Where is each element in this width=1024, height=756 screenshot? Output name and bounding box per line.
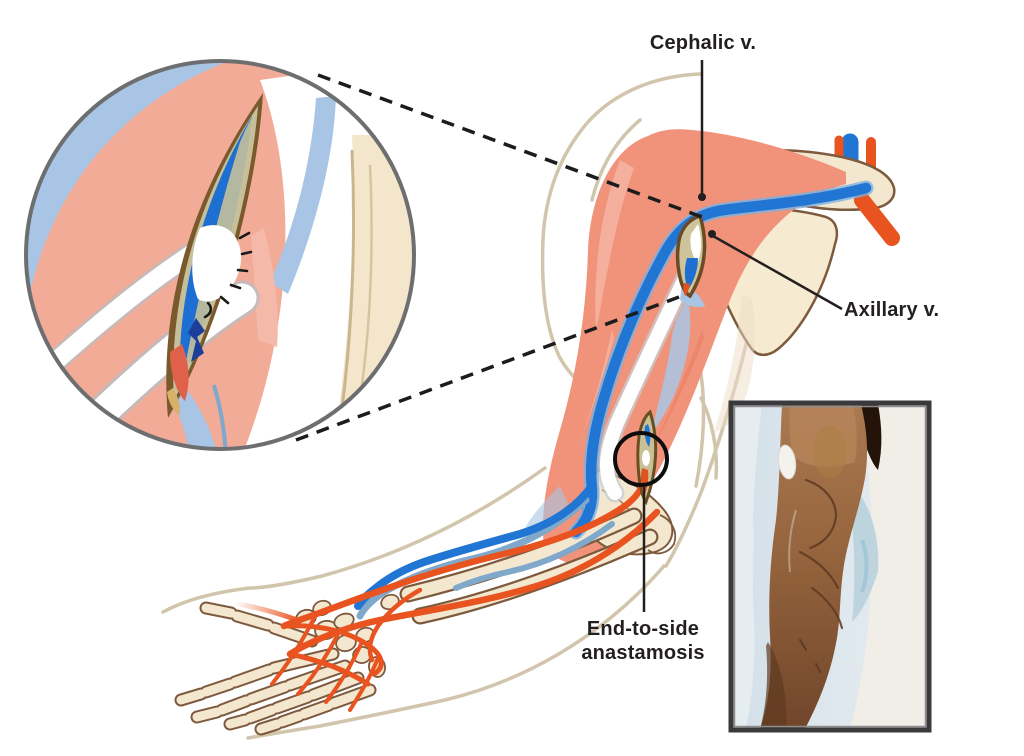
pointer-dot-axillary (708, 230, 716, 238)
label-anastomosis: End-to-side anastamosis (553, 617, 733, 665)
elbow-incision (636, 409, 658, 506)
thumb-artery-fading (235, 601, 303, 624)
inset-ring (24, 59, 416, 451)
pointers (642, 60, 843, 612)
label-axillary-vein: Axillary v. (844, 299, 940, 321)
arm-illustration (161, 72, 900, 740)
deltoid-biceps-muscle (542, 129, 846, 567)
palmar-arch-superficial (287, 651, 371, 687)
zoom-cone (295, 73, 703, 442)
photo-content (732, 404, 928, 729)
pointer-dot-cephalic (698, 193, 706, 201)
photo-scar-lines (798, 478, 844, 674)
photo-arm (760, 404, 868, 729)
surgical-zoom-inset (24, 59, 416, 451)
zoom-dashed-line-upper (317, 73, 703, 219)
muscle-highlight-1 (595, 160, 634, 332)
shoulder-incision (675, 213, 707, 299)
anastomosis-marker-circle (613, 431, 669, 487)
photo-white-sheet (850, 404, 928, 729)
arteries (235, 458, 661, 712)
inset-muscle-tip (170, 344, 189, 401)
photo-electrode-pad (777, 444, 797, 480)
inset-pink-streak (251, 228, 278, 347)
inset-incision (166, 93, 263, 418)
inset-fascia-band-right (270, 96, 336, 294)
radial-artery (280, 458, 650, 630)
digital-arteries (270, 616, 380, 712)
biceps-tendon-band (597, 243, 707, 503)
label-cephalic-vein: Cephalic v. (649, 32, 757, 54)
inset-fascia-bottom (172, 388, 220, 449)
pointer-line-axillary (712, 234, 843, 311)
zoom-dashed-line-lower (295, 295, 680, 442)
inset-fat-tip (167, 388, 180, 415)
label-anastomosis-line1: End-to-side (586, 618, 700, 640)
muscle-highlight-2 (568, 330, 614, 470)
inset-stitches (203, 231, 253, 319)
inset-bone-band (336, 135, 414, 430)
subclavian-artery (854, 192, 900, 246)
photo-inset (728, 400, 932, 733)
muscle-shade (650, 330, 704, 452)
triceps-band (714, 295, 755, 432)
photo-border (728, 400, 932, 733)
photo-sheets (732, 404, 928, 729)
inset-graft-patch (192, 225, 242, 302)
surgical-zoom-content (26, 61, 414, 449)
label-anastomosis-line2: anastamosis (581, 642, 705, 664)
inset-deep-vein (188, 318, 205, 362)
